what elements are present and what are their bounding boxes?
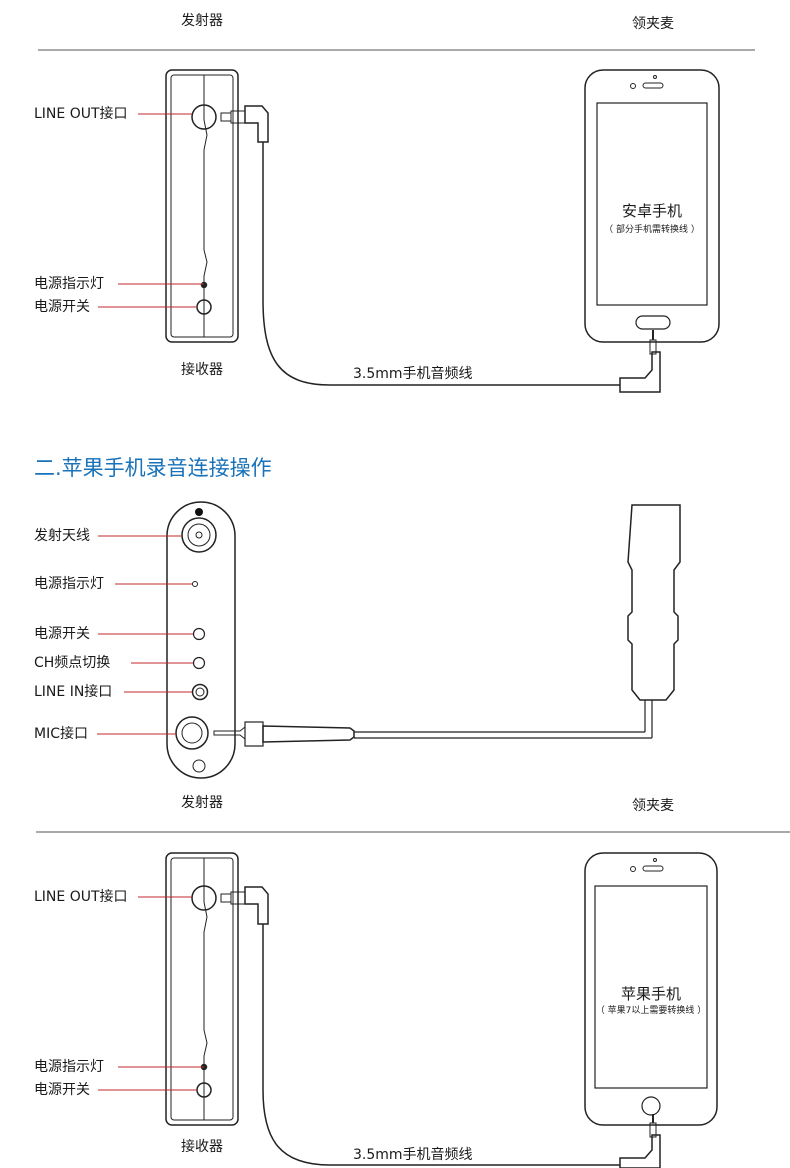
label-antenna: 发射天线 (34, 528, 90, 544)
android-phone-title: 安卓手机 (621, 202, 682, 220)
lavalier-caption-top: 领夹麦 (632, 16, 674, 32)
transmitter-device (166, 501, 236, 779)
label-power-indicator-bottom: 电源指示灯 (34, 1059, 104, 1075)
android-phone (584, 69, 720, 343)
receiver-device-top (165, 69, 239, 343)
cable-label-bottom: 3.5mm手机音频线 (353, 1147, 473, 1163)
cable-label-top: 3.5mm手机音频线 (353, 366, 473, 382)
audio-cable-bottom (220, 886, 661, 1168)
apple-phone (584, 852, 718, 1126)
audio-cable-top (220, 105, 661, 393)
transmitter-caption-two: 发射器 (181, 795, 223, 811)
lavalier-mic (213, 504, 681, 747)
label-power-switch-tx: 电源开关 (34, 626, 90, 642)
android-phone-subtitle: （ 部分手机需转换线 ） (604, 225, 700, 235)
label-power-indicator-tx: 电源指示灯 (34, 576, 104, 592)
label-power-indicator-top: 电源指示灯 (34, 276, 104, 292)
apple-phone-subtitle: （ 苹果7以上需要转换线 ） (595, 1006, 707, 1016)
label-ch-switch: CH频点切换 (34, 655, 111, 671)
label-line-in: LINE IN接口 (34, 684, 113, 700)
label-mic: MIC接口 (34, 726, 88, 742)
receiver-caption-bottom: 接收器 (181, 1139, 223, 1155)
lavalier-caption-two: 领夹麦 (632, 798, 674, 814)
label-power-switch-bottom: 电源开关 (34, 1082, 90, 1098)
transmitter-caption-top: 发射器 (181, 13, 223, 29)
label-line-out-top: LINE OUT接口 (34, 106, 128, 122)
label-power-switch-top: 电源开关 (34, 299, 90, 315)
receiver-device-bottom (165, 852, 239, 1126)
receiver-caption-top: 接收器 (181, 362, 223, 378)
section-two-title: 二.苹果手机录音连接操作 (34, 456, 272, 480)
label-line-out-bottom: LINE OUT接口 (34, 889, 128, 905)
apple-phone-title: 苹果手机 (620, 985, 681, 1003)
